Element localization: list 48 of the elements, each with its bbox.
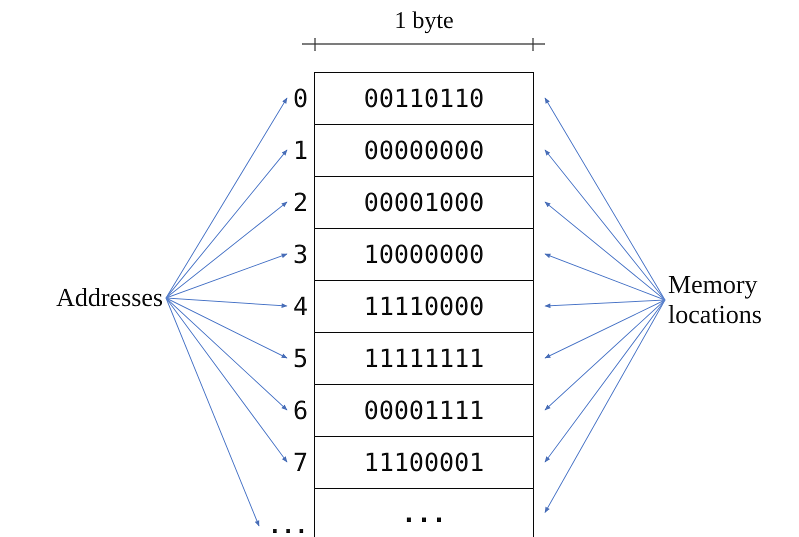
- address-number: 4: [292, 292, 308, 320]
- arrow: [166, 97, 288, 298]
- memory-cell: [314, 488, 534, 537]
- address-number: ...: [268, 514, 308, 537]
- arrow: [166, 298, 288, 410]
- arrow: [166, 150, 288, 298]
- arrow: [166, 298, 288, 308]
- arrow: [544, 202, 666, 300]
- byte-value: 11100001: [364, 448, 484, 477]
- memory-cell: [314, 384, 534, 436]
- byte-value: 11111111: [364, 344, 484, 373]
- byte-value: 00001000: [364, 188, 484, 217]
- dimension-label: 1 byte: [393, 8, 455, 36]
- memory-cell: [314, 436, 534, 488]
- address-number: 0: [292, 84, 308, 112]
- arrow: [544, 300, 666, 514]
- memory-cell: [314, 332, 534, 384]
- byte-value: 00000000: [364, 136, 484, 165]
- arrow: [544, 300, 666, 308]
- address-number: 6: [292, 396, 308, 424]
- memory-cell: [314, 280, 534, 332]
- arrow: [166, 254, 288, 298]
- byte-value: 11110000: [364, 292, 484, 321]
- axis-label: Addresses: [56, 283, 163, 313]
- arrow: [544, 300, 666, 410]
- arrow: [544, 97, 666, 300]
- arrow: [544, 300, 666, 462]
- arrow: [544, 254, 666, 300]
- arrow: [544, 150, 666, 300]
- arrow: [166, 298, 260, 527]
- memory-cell: [314, 72, 534, 124]
- byte-value: 00110110: [364, 84, 484, 113]
- address-number: 1: [292, 136, 308, 164]
- address-number: 7: [292, 448, 308, 476]
- memory-cell: [314, 228, 534, 280]
- arrow: [544, 300, 666, 358]
- byte-value: 00001111: [364, 396, 484, 425]
- arrow: [166, 202, 288, 298]
- address-number: 3: [292, 240, 308, 268]
- axis-label: Memory locations: [668, 270, 763, 330]
- byte-value: ...: [401, 498, 447, 528]
- address-number: 2: [292, 188, 308, 216]
- memory-cell: [314, 124, 534, 176]
- address-number: 5: [292, 344, 308, 372]
- byte-value: 10000000: [364, 240, 484, 269]
- arrow: [166, 298, 288, 358]
- arrow: [166, 298, 288, 462]
- memory-cell: [314, 176, 534, 228]
